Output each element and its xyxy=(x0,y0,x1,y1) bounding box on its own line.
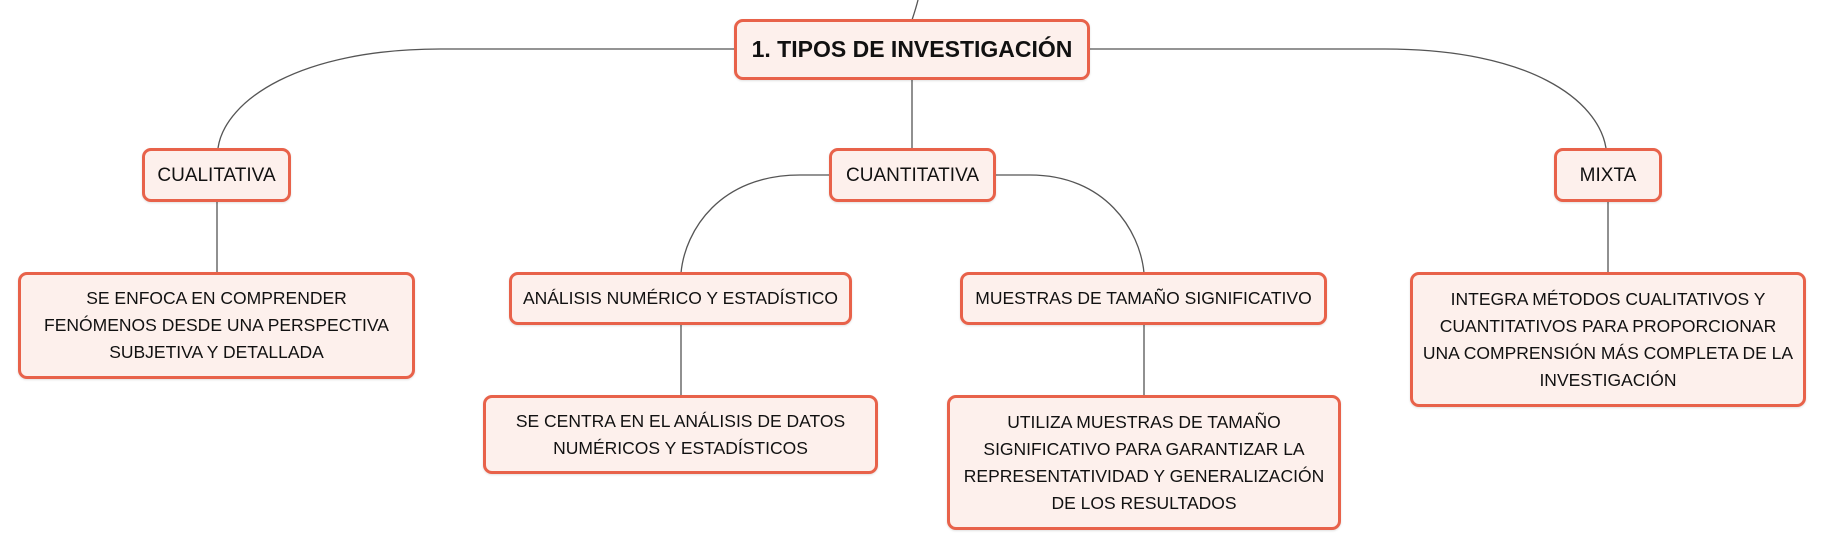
muestras-tamano-description-text: UTILIZA MUESTRAS DE TAMAÑO SIGNIFICATIVO… xyxy=(963,411,1325,513)
connector-root-to-mixta xyxy=(1090,48,1607,149)
analisis-numerico-node[interactable]: ANÁLISIS NUMÉRICO Y ESTADÍSTICO xyxy=(509,272,852,325)
muestras-tamano-label: MUESTRAS DE TAMAÑO SIGNIFICATIVO xyxy=(975,288,1312,308)
cualitativa-description-text: SE ENFOCA EN COMPRENDER FENÓMENOS DESDE … xyxy=(44,288,389,362)
connector-cuantitativa-to-muestras xyxy=(995,174,1145,274)
muestras-tamano-description-node[interactable]: UTILIZA MUESTRAS DE TAMAÑO SIGNIFICATIVO… xyxy=(947,395,1341,530)
mixta-description-node[interactable]: INTEGRA MÉTODOS CUALITATIVOS Y CUANTITAT… xyxy=(1410,272,1806,407)
analisis-numerico-description-node[interactable]: SE CENTRA EN EL ANÁLISIS DE DATOS NUMÉRI… xyxy=(483,395,878,474)
connector-top-incoming xyxy=(911,0,919,21)
cualitativa-node-label: CUALITATIVA xyxy=(157,164,276,186)
cuantitativa-node[interactable]: CUANTITATIVA xyxy=(829,148,996,202)
connector-root-to-cualitativa xyxy=(217,48,734,149)
root-node-label: 1. TIPOS DE INVESTIGACIÓN xyxy=(751,36,1073,62)
analisis-numerico-description-text: SE CENTRA EN EL ANÁLISIS DE DATOS NUMÉRI… xyxy=(515,410,846,458)
mixta-description-text: INTEGRA MÉTODOS CUALITATIVOS Y CUANTITAT… xyxy=(1422,288,1794,390)
mixta-node[interactable]: MIXTA xyxy=(1554,148,1662,202)
root-node[interactable]: 1. TIPOS DE INVESTIGACIÓN xyxy=(734,19,1090,80)
cualitativa-description-node[interactable]: SE ENFOCA EN COMPRENDER FENÓMENOS DESDE … xyxy=(18,272,415,379)
cuantitativa-node-label: CUANTITATIVA xyxy=(846,164,979,186)
mixta-node-label: MIXTA xyxy=(1579,164,1637,186)
analisis-numerico-label: ANÁLISIS NUMÉRICO Y ESTADÍSTICO xyxy=(522,288,839,308)
muestras-tamano-node[interactable]: MUESTRAS DE TAMAÑO SIGNIFICATIVO xyxy=(960,272,1327,325)
connector-cuantitativa-to-analisis xyxy=(680,174,830,274)
cualitativa-node[interactable]: CUALITATIVA xyxy=(142,148,291,202)
